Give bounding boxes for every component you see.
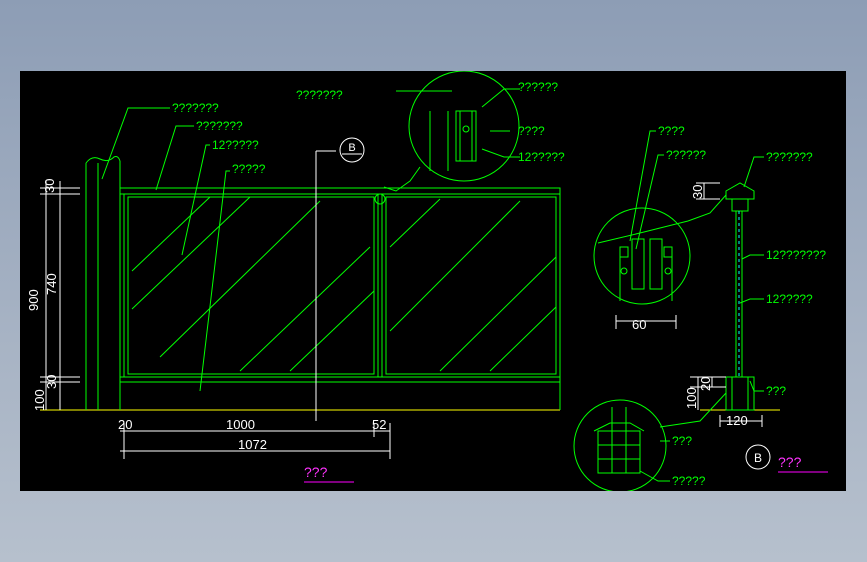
dim-w1000: 1000 <box>226 417 255 432</box>
section-base-shoe <box>725 376 755 411</box>
dim-h100: 100 <box>32 389 47 411</box>
dim-w1072: 1072 <box>238 437 267 452</box>
section-handrail-cap <box>725 182 755 200</box>
glass-panel-right-inner <box>385 196 557 375</box>
dim-w20: 20 <box>118 417 132 432</box>
label-detail-top-3: 12????? <box>518 150 565 164</box>
label-section-1: ???? <box>658 124 685 138</box>
detail-mid-content <box>597 220 689 301</box>
post-breakline <box>85 156 121 164</box>
vertical-dimensions <box>40 181 80 410</box>
detail-bottom-content <box>593 407 645 474</box>
dim-s30: 30 <box>690 185 705 199</box>
label-section-2: ?????? <box>666 148 706 162</box>
label-post: ??????? <box>172 101 219 115</box>
label-detail-top-1: ?????? <box>518 80 558 94</box>
dim-s100: 100 <box>684 387 699 409</box>
clamp-bolt <box>374 193 386 205</box>
detail-top-leader-1 <box>481 88 520 108</box>
section-leaders <box>629 130 764 482</box>
glass-panel-left <box>123 193 379 378</box>
dim-h900: 900 <box>26 289 41 311</box>
elevation-leaders <box>101 107 230 392</box>
section-dimensions <box>615 182 763 427</box>
detail-mid-link <box>687 194 727 222</box>
post-outline <box>85 161 121 410</box>
label-detail-bottom-1: ??? <box>672 434 692 448</box>
dim-s20: 20 <box>698 377 713 391</box>
dim-w52: 52 <box>372 417 386 432</box>
label-section-3: ??????? <box>766 150 813 164</box>
section-marker-letter: B <box>348 142 355 154</box>
label-detail-bottom-2: ????? <box>672 474 706 488</box>
dim-h30: 30 <box>42 179 57 193</box>
section-title-marker-letter: B <box>754 451 762 465</box>
detail-circle-top <box>408 71 520 182</box>
dim-s120: 120 <box>726 413 748 428</box>
bottom-rail <box>119 376 561 383</box>
railing-elevation: B ??????? ??????? 12????? ????? ??????? … <box>26 71 565 483</box>
section-marker <box>339 137 365 163</box>
label-section-6: ??? <box>766 384 786 398</box>
label-handrail: ??????? <box>196 119 243 133</box>
glass-panel-left-inner <box>127 196 375 375</box>
dim-h30b: 30 <box>44 375 59 389</box>
dim-s60: 60 <box>632 317 646 332</box>
horizontal-dimensions <box>120 423 391 459</box>
label-section-5: 12????? <box>766 292 813 306</box>
section-title: ??? <box>778 454 802 470</box>
label-title-center: ??????? <box>296 88 343 102</box>
detail-top-leader-3 <box>481 148 520 158</box>
glass-panel-right <box>381 193 561 378</box>
detail-circle-bottom <box>573 399 667 491</box>
section-title-marker <box>745 444 771 470</box>
detail-top-content <box>383 90 477 192</box>
cad-drawing: B ??????? ??????? 12????? ????? ??????? … <box>26 71 828 491</box>
elevation-title: ??? <box>304 464 328 480</box>
glass-hatch <box>131 196 557 372</box>
dim-h740: 740 <box>44 273 59 295</box>
label-detail-top-2: ???? <box>518 124 545 138</box>
label-section-4: 12??????? <box>766 248 826 262</box>
detail-circle-mid <box>593 207 691 305</box>
detail-bottom-link <box>659 392 727 428</box>
cad-viewport[interactable]: B ??????? ??????? 12????? ????? ??????? … <box>20 71 846 491</box>
section-handrail-clamp <box>731 198 749 212</box>
handrail <box>119 187 561 195</box>
railing-section: B ???? ?????? ??????? 12??????? 12????? … <box>573 124 828 491</box>
label-glass-top: 12????? <box>212 138 259 152</box>
label-glass-mid: ????? <box>232 162 266 176</box>
